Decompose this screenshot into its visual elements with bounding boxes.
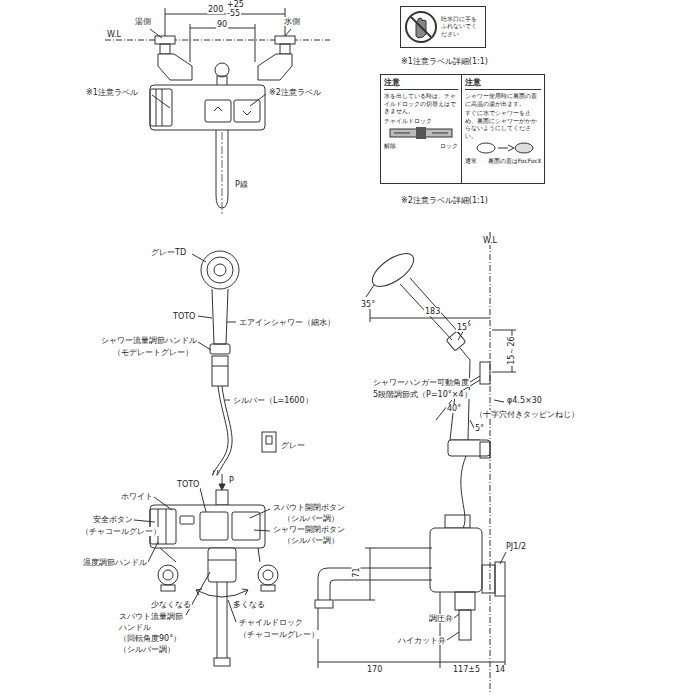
drawing-label: シルバー（L=1600） [232, 396, 314, 405]
label-row: 注意 [384, 78, 458, 90]
drawing-label: 少なくなる [150, 600, 192, 609]
drawing-label: 湯側 [134, 17, 152, 26]
drawing-label: 安全ボタン [92, 515, 134, 524]
caution-heading: 注意 [384, 78, 458, 90]
drawing-label: ※1注意ラベル [85, 88, 139, 97]
drawing-label: 調圧弁 [428, 614, 454, 623]
drawing-label: グレーTD [150, 248, 187, 257]
drawing-label: 170 [366, 665, 383, 674]
drawing-label: TOTO [172, 312, 196, 321]
caution-text: ロック [440, 142, 458, 150]
drawing-label: シャワー流量調節ハンドル [100, 336, 198, 345]
caution-text: すぐに水でシャワーを止め、裏面にシャワーがかからないようにしてください。 [465, 109, 537, 139]
drawing-label: ※2注意ラベル [268, 88, 322, 97]
drawing-label: （シルバー調） [118, 645, 176, 654]
drawing-label: （チャコールグレー） [80, 527, 162, 536]
drawing-label: チャイルドロック [238, 618, 304, 627]
label-row: シャワー使用時に裏面の蓋に高温の湯が出ます。 [465, 92, 541, 107]
drawing-label: （回転角度90°） [118, 634, 182, 643]
drawing-label: 71 [352, 567, 361, 579]
drawing-label: ハイカット弁 [397, 636, 447, 645]
caution-icon-label: 吐水口に手をふれないでください [400, 6, 486, 48]
drawing-label: 183 [424, 307, 441, 316]
lock-switch-symbol [386, 126, 456, 140]
drawing-label: 200 [207, 5, 224, 14]
drawing-label: ホワイト [120, 492, 154, 501]
drawing-label: 水側 [283, 17, 301, 26]
drawing-label: PJ1/2 [505, 542, 527, 551]
drawing-label: 90 [216, 20, 228, 29]
drawing-label: 5° [474, 424, 485, 433]
drawing-label: スパウト開閉ボタン [272, 503, 346, 512]
drawing-label: 117±5 [452, 665, 481, 674]
no-touch-icon [404, 10, 438, 44]
drawing-label: 15° [456, 323, 472, 332]
drawing-label: スパウト流量調節 [118, 612, 184, 621]
drawing-label: （十字穴付きタッピンねじ） [474, 410, 580, 419]
label-row: 解除 ロック [384, 142, 458, 150]
drawing-label: ※1注意ラベル詳細(1:1) [400, 57, 489, 66]
drawing-label: エアインシャワー（細水） [238, 318, 336, 327]
drawing-label: （シルバー調） [282, 536, 340, 545]
drawing-label: W.L [482, 236, 498, 245]
drawing-label: 14 [494, 665, 506, 674]
drawing-label: 40° [446, 404, 462, 413]
label-row: 注意 [465, 78, 541, 90]
caution-text: シャワー使用時に裏面の蓋に高温の湯が出ます。 [465, 92, 537, 107]
drawing-label: -55 [226, 9, 241, 18]
caution-label-panel: 注意水を出している時は、チャイルドロックの切替えはできません。チャイルドロック解… [380, 74, 462, 184]
caution-text: 通常 [465, 157, 477, 165]
drawing-label: （モデレートグレー） [112, 348, 194, 357]
drawing-label: ハンドル [118, 623, 152, 632]
drawing-label: 5段階調節式（P=10°×4） [372, 390, 473, 399]
drawing-label: W.L [106, 30, 122, 39]
caution-heading: 注意 [465, 78, 541, 90]
drawing-label: （シルバー調） [282, 514, 340, 523]
label-row: 吐水口に手をふれないでください [441, 15, 482, 38]
drawing-label: ※2注意ラベル詳細(1:1) [400, 196, 489, 205]
label-row: 水を出している時は、チャイルドロックの切替えはできません。 [384, 92, 458, 115]
drawing-label: P線 [234, 180, 249, 189]
drawing-label: 35° [360, 300, 376, 309]
drawing-label: グレー [280, 441, 306, 450]
drawing-label: 多くなる [232, 600, 266, 609]
drawing-label: TOTO [176, 480, 200, 489]
caution-text: 解除 [384, 142, 396, 150]
caution-text: 裏面の蓋はFocFocⅡ [488, 157, 541, 165]
caution-text: チャイルドロック [384, 117, 432, 124]
drawing-label: φ4.5×30 [506, 396, 543, 405]
drawing-label: （チャコールグレー） [238, 630, 320, 639]
drawing-label: シャワー開閉ボタン [272, 525, 346, 534]
label-row: チャイルドロック [384, 117, 458, 125]
caution-text: 水を出している時は、チャイルドロックの切替えはできません。 [384, 92, 456, 114]
drawing-label: P [228, 476, 235, 485]
drawing-label: シャワーハンガー可動角度 [372, 378, 470, 387]
label-row: すぐに水でシャワーを止め、裏面にシャワーがかからないようにしてください。 [465, 109, 541, 139]
shower-head-symbol [468, 141, 538, 155]
drawing-label: 温度調節ハンドル [82, 558, 148, 567]
drawing-label: 15～26 [507, 335, 516, 365]
caution-label-panel: 注意シャワー使用時に裏面の蓋に高温の湯が出ます。すぐに水でシャワーを止め、裏面に… [461, 74, 545, 184]
label-row: 通常 裏面の蓋はFocFocⅡ [465, 157, 541, 165]
drawing-label: +25 [226, 0, 245, 9]
caution-text: 吐水口に手をふれないでください [441, 15, 477, 37]
